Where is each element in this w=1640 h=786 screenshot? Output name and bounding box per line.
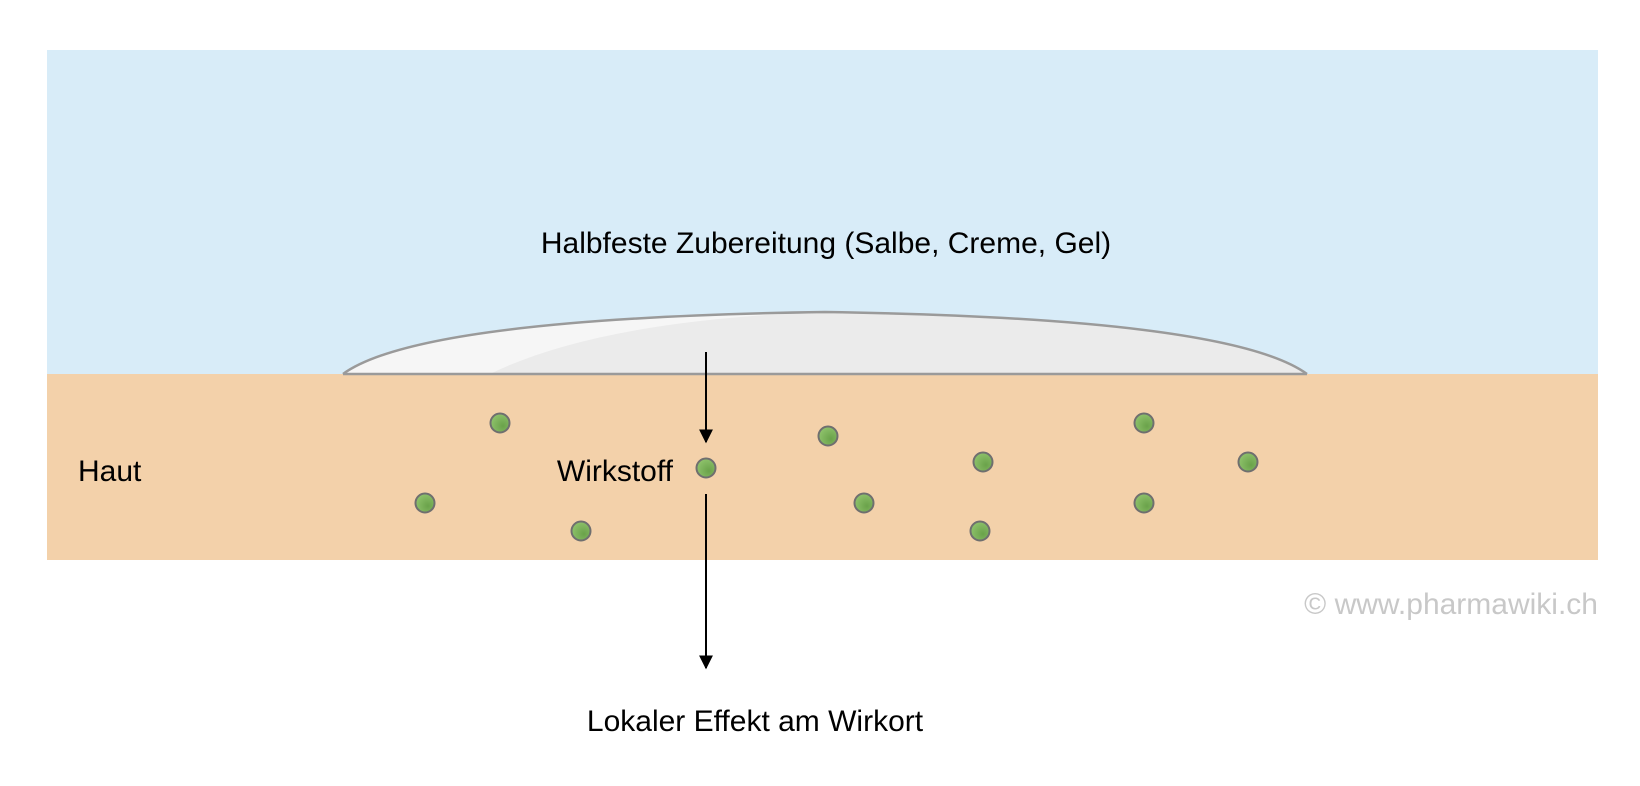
watermark: © www.pharmawiki.ch bbox=[1304, 588, 1598, 621]
skin-layer bbox=[47, 374, 1598, 560]
active-ingredient-particle bbox=[1237, 451, 1259, 473]
ointment-dome bbox=[342, 310, 1308, 376]
active-ingredient-particle bbox=[489, 412, 511, 434]
preparation-label: Halbfeste Zubereitung (Salbe, Creme, Gel… bbox=[541, 227, 1111, 260]
active-ingredient-particle bbox=[817, 425, 839, 447]
active-ingredient-particle bbox=[414, 492, 436, 514]
active-ingredient-particle bbox=[969, 520, 991, 542]
effect-label: Lokaler Effekt am Wirkort bbox=[587, 705, 924, 738]
active-ingredient-particle bbox=[972, 451, 994, 473]
active-ingredient-particle bbox=[695, 457, 717, 479]
active-ingredient-particle bbox=[853, 492, 875, 514]
active-ingredient-particle bbox=[570, 520, 592, 542]
particles bbox=[414, 412, 1259, 542]
active-ingredient-particle bbox=[1133, 412, 1155, 434]
active-ingredient-label: Wirkstoff bbox=[557, 455, 674, 488]
skin-label: Haut bbox=[78, 455, 142, 488]
active-ingredient-particle bbox=[1133, 492, 1155, 514]
